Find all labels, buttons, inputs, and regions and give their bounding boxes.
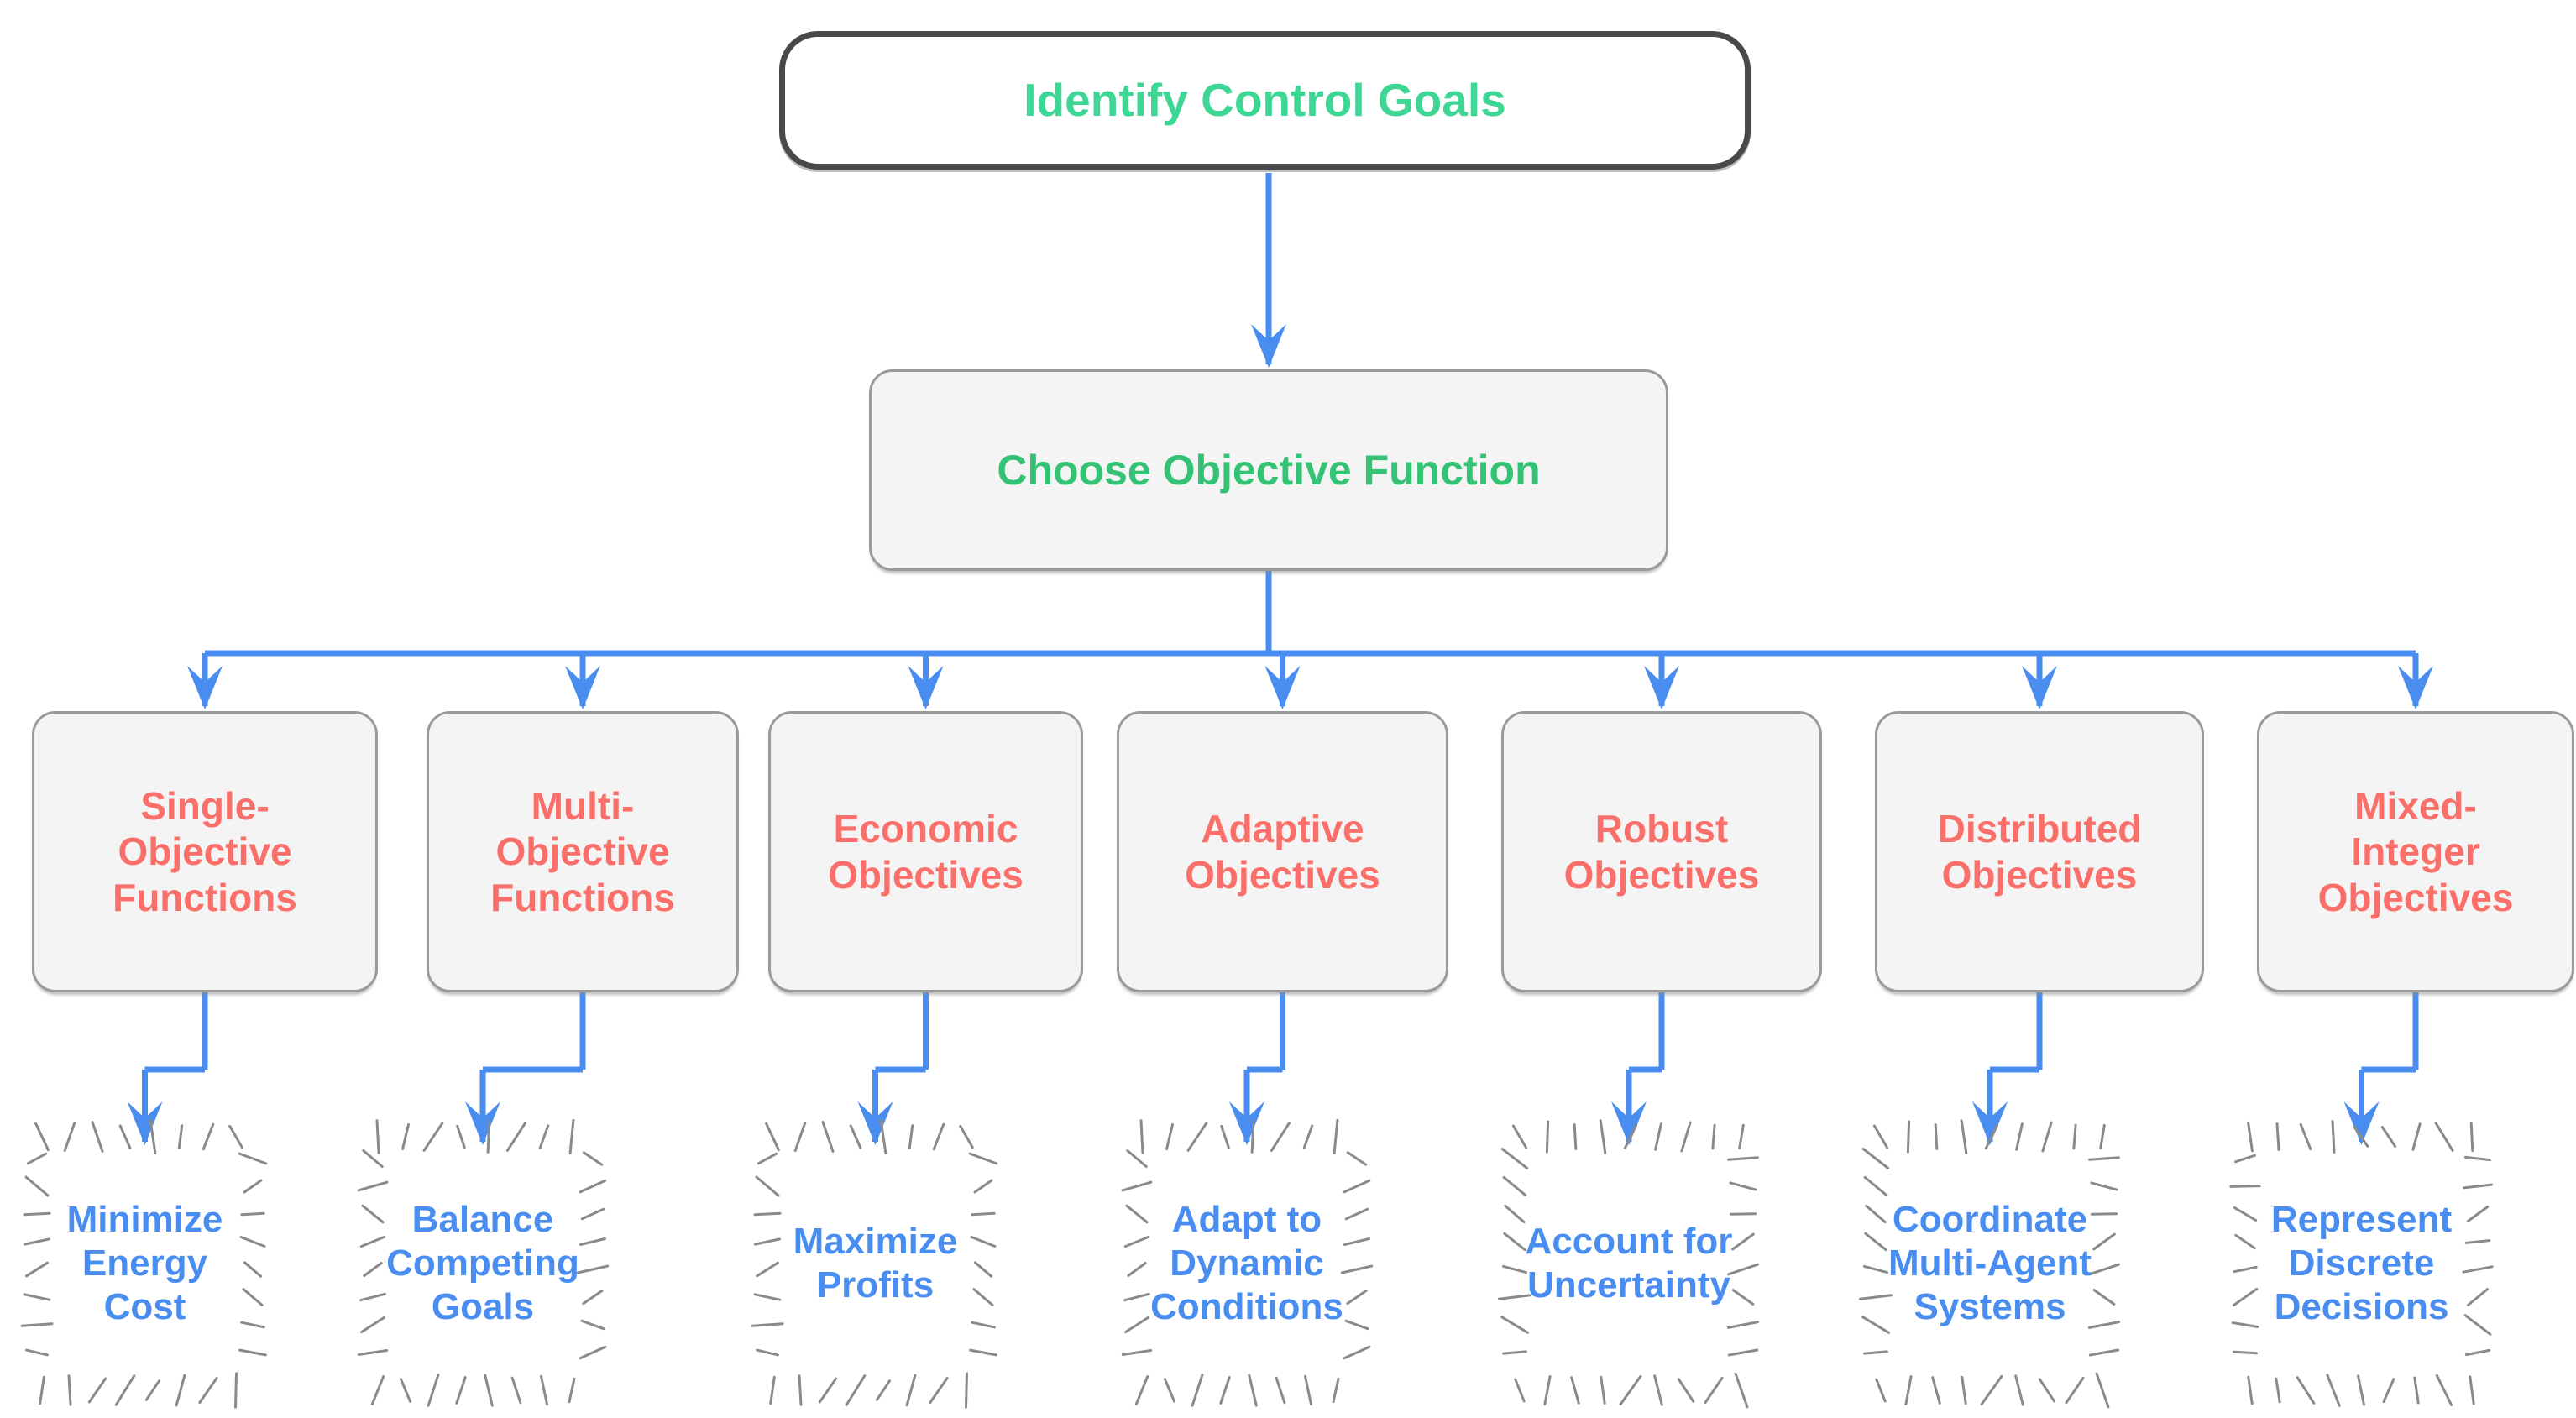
node-label-account-for-uncertainty: Account for Uncertainty (1525, 1221, 1733, 1306)
node-distributed-objectives[interactable]: Distributed Objectives (1875, 711, 2204, 992)
node-identify-control-goals[interactable]: Identify Control Goals (779, 31, 1751, 170)
node-robust-objectives[interactable]: Robust Objectives (1501, 711, 1822, 992)
node-multi-objective-functions[interactable]: Multi- Objective Functions (427, 711, 739, 992)
node-label-represent-discrete-decisions: Represent Discrete Decisions (2270, 1199, 2453, 1327)
node-label-maximize-profits: Maximize Profits (793, 1221, 958, 1306)
node-mixed-integer-objectives[interactable]: Mixed- Integer Objectives (2257, 711, 2574, 992)
node-label-coordinate-multi-agent-systems: Coordinate Multi-Agent Systems (1888, 1199, 2092, 1327)
node-label-adapt-to-dynamic-conditions: Adapt to Dynamic Conditions (1150, 1199, 1343, 1327)
arrowhead-bus-to-mixed-integer-objectives (2398, 666, 2433, 709)
arrowhead-bus-to-multi-objective-functions (565, 666, 600, 709)
node-coordinate-multi-agent-systems[interactable]: Coordinate Multi-Agent Systems (1858, 1119, 2121, 1409)
node-economic-objectives[interactable]: Economic Objectives (768, 711, 1083, 992)
node-maximize-profits[interactable]: Maximize Profits (751, 1118, 998, 1409)
node-represent-discrete-decisions[interactable]: Represent Discrete Decisions (2229, 1120, 2494, 1407)
node-single-objective-functions[interactable]: Single- Objective Functions (32, 711, 378, 992)
node-balance-competing-goals[interactable]: Balance Competing Goals (357, 1118, 610, 1407)
node-label-balance-competing-goals: Balance Competing Goals (386, 1199, 579, 1327)
arrowhead-bus-to-robust-objectives (1644, 666, 1679, 709)
node-label-minimize-energy-cost: Minimize Energy Cost (66, 1199, 223, 1327)
arrowhead-bus-to-adaptive-objectives (1264, 666, 1301, 709)
node-adapt-to-dynamic-conditions[interactable]: Adapt to Dynamic Conditions (1121, 1118, 1374, 1407)
node-account-for-uncertainty[interactable]: Account for Uncertainty (1497, 1119, 1760, 1409)
node-choose-objective-function[interactable]: Choose Objective Function (869, 369, 1668, 571)
arrowhead-bus-to-single-objective-functions (187, 666, 223, 709)
node-adaptive-objectives[interactable]: Adaptive Objectives (1117, 711, 1448, 992)
node-minimize-energy-cost[interactable]: Minimize Energy Cost (20, 1118, 268, 1409)
arrowhead-root-to-process (1251, 324, 1286, 368)
arrowhead-bus-to-economic-objectives (908, 666, 944, 709)
arrowhead-bus-to-distributed-objectives (2022, 666, 2057, 709)
